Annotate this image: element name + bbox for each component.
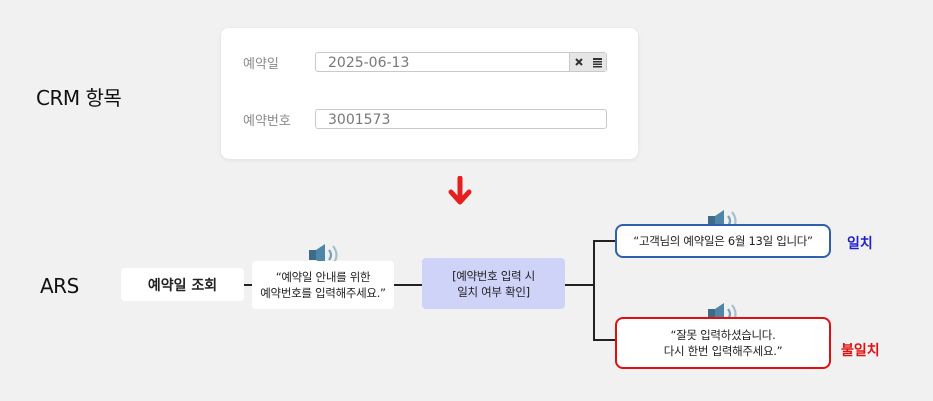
- down-arrow-icon: [448, 176, 472, 205]
- reservation-lookup-box: 예약일 조회: [121, 268, 244, 301]
- reservation-lookup-label: 예약일 조회: [147, 277, 218, 294]
- reservation-date-value: 2025-06-13: [328, 55, 410, 71]
- input-guide-message: “예약일 안내를 위한 예약번호를 입력해주세요.”: [252, 261, 394, 309]
- crm-card: 예약일 2025-06-13 예약번호 3001573: [221, 28, 638, 159]
- match-result-label: 일치: [847, 236, 873, 252]
- check-line-2: 일치 여부 확인]: [457, 284, 530, 299]
- branch-line-vertical: [593, 240, 595, 341]
- mismatch-line-1: “잘못 입력하셨습니다.: [670, 328, 776, 342]
- mismatch-line-2: 다시 한번 입력해주세요.”: [663, 344, 783, 358]
- date-buttons: [569, 53, 606, 71]
- check-line-1: [예약번호 입력 시: [452, 268, 535, 283]
- guide-line-1: “예약일 안내를 위한: [275, 270, 371, 284]
- connector-line: [244, 284, 252, 286]
- crm-section-label: CRM 항목: [36, 86, 122, 110]
- ars-section-label: ARS: [40, 274, 79, 298]
- guide-line-2: 예약번호를 입력해주세요.”: [260, 286, 386, 300]
- match-check-box: [예약번호 입력 시 일치 여부 확인]: [422, 258, 565, 309]
- mismatch-message-box: “잘못 입력하셨습니다. 다시 한번 입력해주세요.”: [615, 317, 831, 369]
- match-message-box: “고객님의 예약일은 6월 13일 입니다”: [615, 224, 831, 258]
- branch-line-top: [593, 240, 615, 242]
- mismatch-result-label: 불일치: [841, 343, 880, 359]
- reservation-number-value: 3001573: [328, 112, 391, 128]
- reservation-date-field[interactable]: 2025-06-13: [315, 52, 607, 72]
- calendar-icon[interactable]: [588, 53, 606, 71]
- reservation-date-label: 예약일: [243, 57, 279, 72]
- connector-line: [394, 284, 422, 286]
- connector-line: [565, 284, 594, 286]
- clear-icon[interactable]: [570, 53, 588, 71]
- match-message: “고객님의 예약일은 6월 13일 입니다”: [633, 234, 813, 248]
- reservation-number-field[interactable]: 3001573: [315, 109, 607, 129]
- branch-line-bottom: [593, 339, 615, 341]
- reservation-number-label: 예약번호: [243, 114, 291, 129]
